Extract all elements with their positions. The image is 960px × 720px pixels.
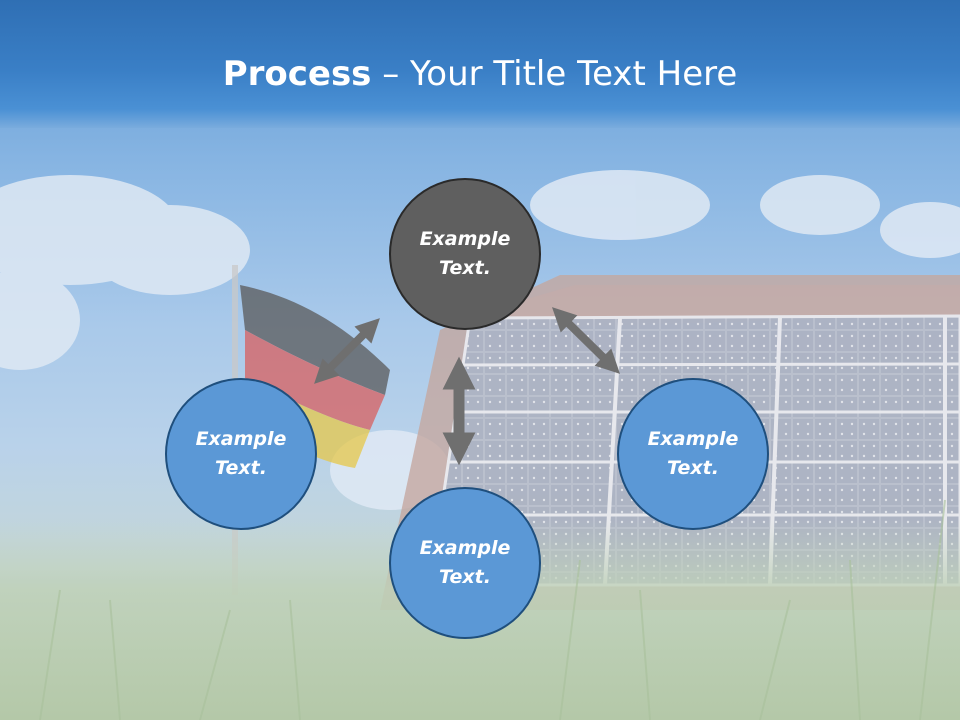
grass-blades [39, 499, 946, 720]
title-bar [0, 0, 960, 128]
node-bottom-label: Example Text. [419, 537, 511, 588]
arrow-top-left [314, 318, 380, 384]
title-bold: Process [222, 54, 372, 94]
node-right: Example Text. [617, 378, 769, 530]
arrow-top-right [552, 307, 620, 374]
node-bottom: Example Text. [389, 487, 541, 639]
node-top-label: Example Text. [419, 228, 511, 279]
node-right-label: Example Text. [647, 428, 739, 479]
title-rest: – Your Title Text Here [371, 54, 738, 94]
node-left-label: Example Text. [195, 428, 287, 479]
node-top: Example Text. [389, 178, 541, 330]
page-title: Process – Your Title Text Here [0, 52, 960, 96]
node-left: Example Text. [165, 378, 317, 530]
clouds [0, 170, 960, 510]
